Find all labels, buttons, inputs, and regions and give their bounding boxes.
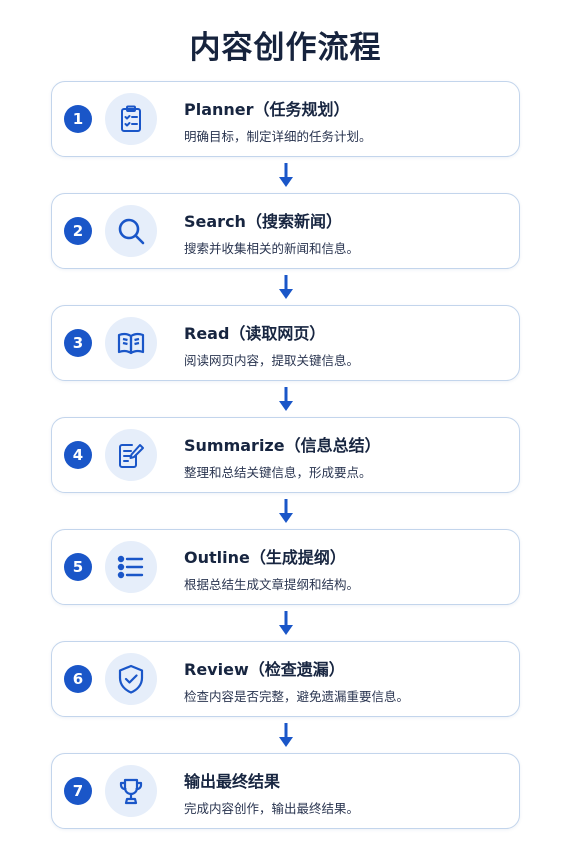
step-title: Outline（生成提纲） — [184, 548, 346, 567]
step-number-badge: 6 — [64, 665, 92, 693]
step-title: Summarize（信息总结） — [184, 436, 381, 455]
step-title: Search（搜索新闻） — [184, 212, 342, 231]
down-arrow-icon — [51, 717, 520, 753]
trophy-icon — [105, 765, 157, 817]
step-title: Review（检查遗漏） — [184, 660, 345, 679]
step-description: 整理和总结关键信息，形成要点。 — [184, 465, 372, 480]
step-description: 阅读网页内容，提取关键信息。 — [184, 353, 360, 368]
step-number-badge: 4 — [64, 441, 92, 469]
step-description: 完成内容创作，输出最终结果。 — [184, 801, 360, 816]
step-description: 检查内容是否完整，避免遗漏重要信息。 — [184, 689, 410, 704]
step-description: 根据总结生成文章提纲和结构。 — [184, 577, 360, 592]
step-card-1: 1 Planner（任务规划） 明确目标，制定详细的任务计划。 — [51, 81, 520, 157]
page-title: 内容创作流程 — [189, 30, 382, 66]
shield-check-icon — [105, 653, 157, 705]
down-arrow-icon — [51, 157, 520, 193]
list-icon — [105, 541, 157, 593]
step-card-3: 3 Read（读取网页） 阅读网页内容，提取关键信息。 — [51, 305, 520, 381]
step-card-7: 7 输出最终结果 完成内容创作，输出最终结果。 — [51, 753, 520, 829]
down-arrow-icon — [51, 381, 520, 417]
edit-document-icon — [105, 429, 157, 481]
step-title: 输出最终结果 — [184, 772, 281, 791]
step-number-badge: 2 — [64, 217, 92, 245]
open-book-icon — [105, 317, 157, 369]
step-description: 明确目标，制定详细的任务计划。 — [184, 129, 372, 144]
step-card-5: 5 Outline（生成提纲） 根据总结生成文章提纲和结构。 — [51, 529, 520, 605]
step-title: Planner（任务规划） — [184, 100, 350, 119]
step-card-2: 2 Search（搜索新闻） 搜索并收集相关的新闻和信息。 — [51, 193, 520, 269]
down-arrow-icon — [51, 269, 520, 305]
step-description: 搜索并收集相关的新闻和信息。 — [184, 241, 360, 256]
step-card-4: 4 Summarize（信息总结） 整理和总结关键信息，形成要点。 — [51, 417, 520, 493]
steps-list: 1 Planner（任务规划） 明确目标，制定详细的任务计划。 2 — [51, 81, 520, 829]
step-card-6: 6 Review（检查遗漏） 检查内容是否完整，避免遗漏重要信息。 — [51, 641, 520, 717]
step-number-badge: 5 — [64, 553, 92, 581]
down-arrow-icon — [51, 493, 520, 529]
down-arrow-icon — [51, 605, 520, 641]
step-number-badge: 7 — [64, 777, 92, 805]
step-number-badge: 3 — [64, 329, 92, 357]
step-title: Read（读取网页） — [184, 324, 326, 343]
clipboard-checklist-icon — [105, 93, 157, 145]
step-number-badge: 1 — [64, 105, 92, 133]
search-icon — [105, 205, 157, 257]
